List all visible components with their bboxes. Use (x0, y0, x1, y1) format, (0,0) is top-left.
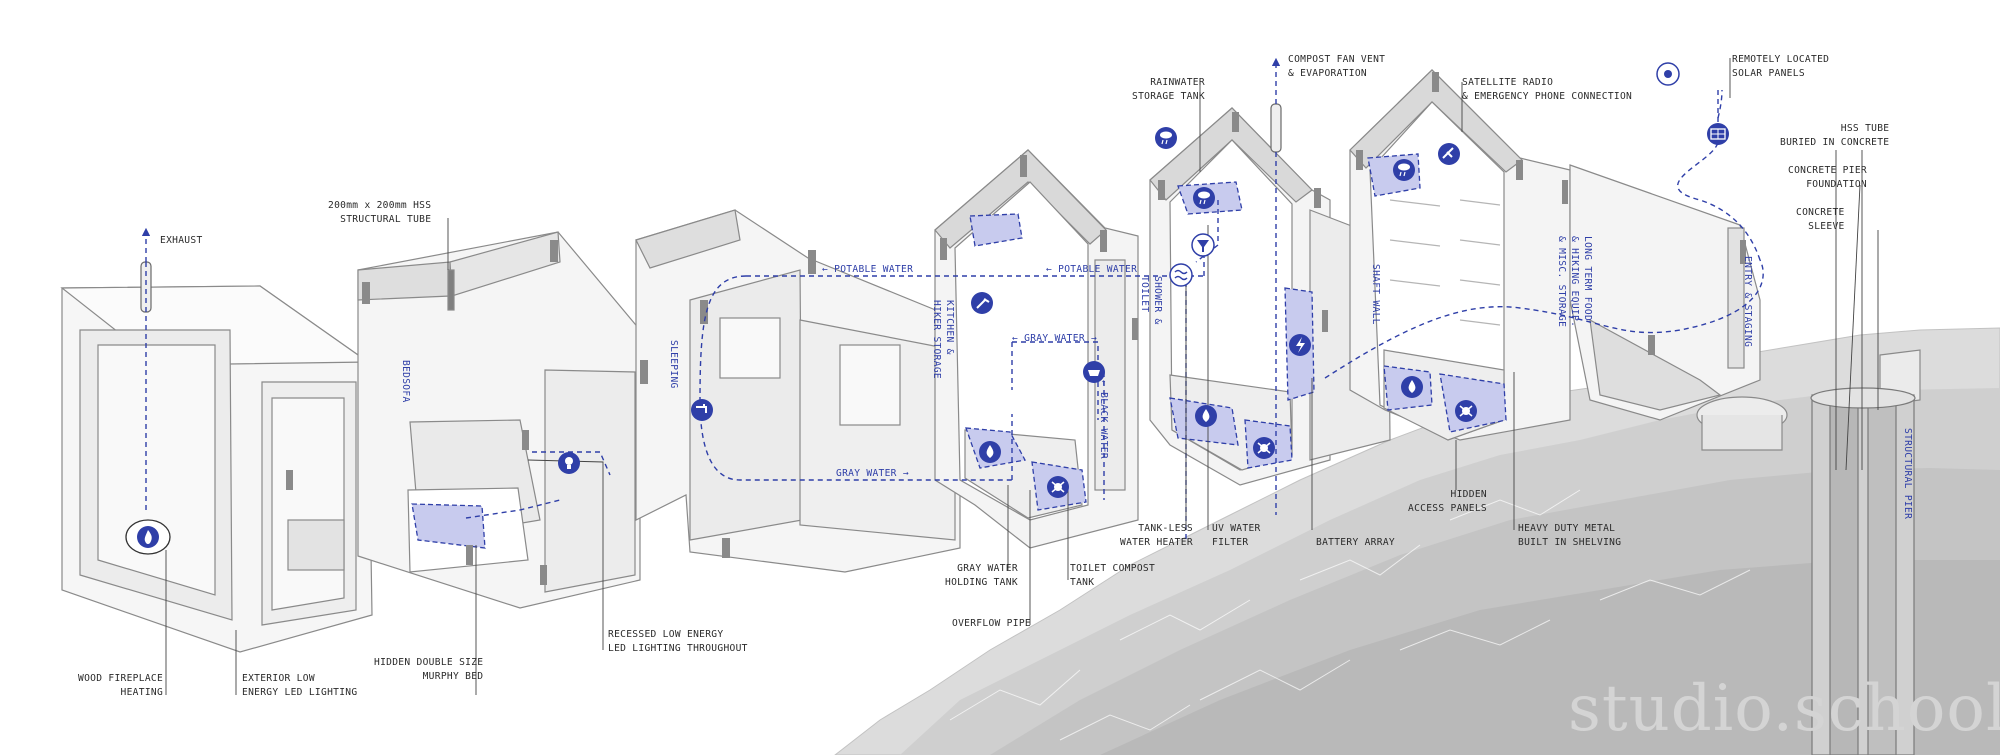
label-overflow: OVERFLOW PIPE (952, 618, 1031, 629)
compost-bug-icon (1455, 400, 1477, 422)
zone-long-term: LONG TERM FOOD& HIKING EQUIP.& MISC. STO… (1556, 236, 1593, 328)
shower-icon (971, 292, 993, 314)
zone-shower: SHOWER &TOILET (1139, 276, 1163, 325)
compost-vent (1270, 103, 1282, 153)
label-satellite: SATELLITE RADIO& EMERGENCY PHONE CONNECT… (1462, 77, 1633, 102)
flow-black: ← BLACK WATER (1098, 380, 1109, 459)
label-compost-vent: COMPOST FAN VENT& EVAPORATION (1288, 54, 1386, 79)
module-living (60, 285, 373, 653)
heater-wave-icon (1169, 263, 1193, 287)
lightning-icon (1289, 334, 1311, 356)
satellite-icon (1438, 143, 1460, 165)
module-kitchen (934, 149, 1139, 549)
zone-sleeping: SLEEPING (668, 340, 679, 389)
zone-shaft: SHAFT WALL (1370, 264, 1381, 325)
water-drop-icon (1401, 376, 1423, 398)
icons (125, 62, 1729, 555)
label-exhaust: EXHAUST (160, 235, 203, 246)
structural-pier (1810, 387, 1916, 755)
flow-gray-2: GRAY WATER → (836, 468, 909, 479)
exhaust-vent (140, 261, 152, 313)
fire-icon (125, 519, 171, 555)
structural-blocks (286, 72, 1746, 585)
water-drop-icon (1195, 405, 1217, 427)
bulb-icon (558, 452, 580, 474)
rain-cloud-icon (1393, 159, 1415, 181)
zone-pier: STRUCTURAL PIER (1902, 428, 1913, 520)
water-drop-icon (979, 441, 1001, 463)
filter-funnel-icon (1191, 233, 1215, 257)
sun-icon (1656, 62, 1680, 86)
sink-icon (1083, 361, 1105, 383)
flow-gray-1: ← GRAY WATER → (1012, 333, 1098, 344)
faucet-icon (691, 399, 713, 421)
watermark: studio.school (1568, 672, 2000, 746)
rain-cloud-icon (1155, 127, 1177, 149)
zone-bedsofa: BEDSOFA (400, 360, 411, 403)
module-sleeping (635, 209, 961, 573)
murphy-bed-panel (411, 503, 486, 549)
compost-bug-icon (1253, 437, 1275, 459)
solar-panel-icon (1707, 123, 1729, 145)
flow-potable-2: ← POTABLE WATER (1046, 264, 1138, 275)
kitchen-upper-tank (969, 213, 1023, 247)
compost-bug-icon (1047, 476, 1069, 498)
module-bedroom (357, 231, 641, 609)
label-battery: BATTERY ARRAY (1316, 537, 1395, 548)
leader-lines (165, 58, 1879, 695)
zone-entry: ENTRY & STAGING (1742, 256, 1753, 348)
rain-cloud-icon (1193, 187, 1215, 209)
zone-kitchen: KITCHEN &HIKER STORAGE (931, 300, 955, 379)
flow-potable-1: ← POTABLE WATER (822, 264, 914, 275)
